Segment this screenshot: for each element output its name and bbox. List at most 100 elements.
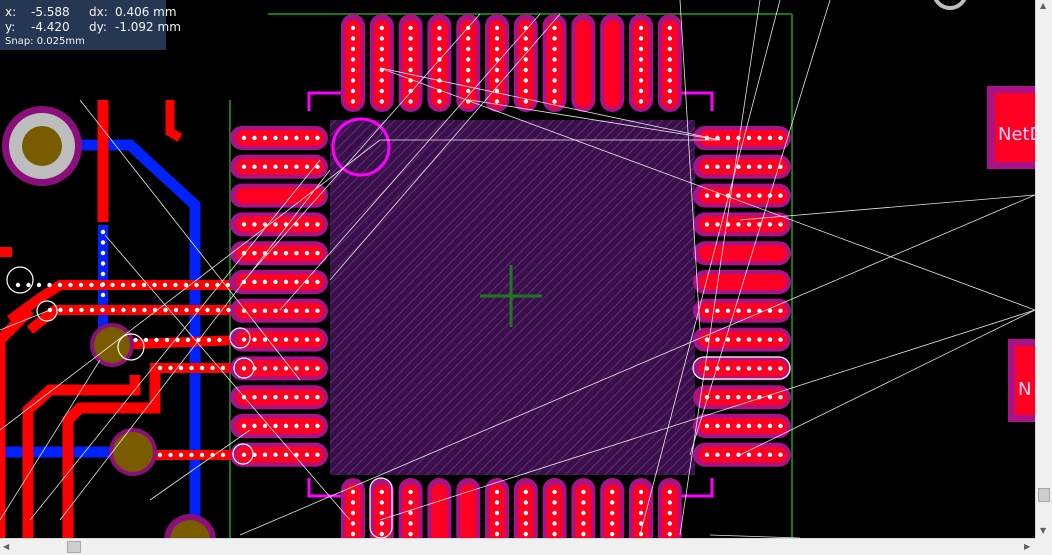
scroll-down-icon[interactable]: ▼	[1040, 526, 1047, 535]
pad-dot	[273, 222, 278, 227]
pad[interactable]	[236, 331, 324, 348]
scroll-right-icon[interactable]: ▶	[1024, 542, 1031, 551]
pad-dot	[217, 337, 222, 343]
pad[interactable]	[699, 130, 787, 146]
pad-dot	[757, 193, 762, 198]
pad-dot	[725, 164, 731, 169]
pad-dot	[494, 57, 500, 62]
pad-dot	[667, 88, 672, 94]
pad-dot	[778, 337, 783, 342]
pad[interactable]	[633, 20, 649, 108]
pad[interactable]	[699, 302, 787, 319]
pad-dot	[667, 489, 672, 495]
pad-dot	[262, 308, 268, 313]
pad[interactable]	[236, 245, 324, 262]
pad-dot	[552, 88, 557, 94]
pad[interactable]	[236, 187, 324, 204]
pad-dot	[379, 78, 384, 83]
pad[interactable]	[236, 274, 324, 290]
pad[interactable]	[699, 418, 787, 434]
pad-dot	[283, 337, 289, 342]
pad[interactable]	[402, 20, 419, 108]
component-label-n: N	[1018, 379, 1032, 400]
pad-dot	[704, 337, 710, 342]
pad[interactable]	[431, 484, 448, 538]
pad[interactable]	[236, 302, 324, 319]
pad[interactable]	[546, 20, 563, 108]
chip-center-crosshair	[480, 265, 542, 327]
pad-dot	[143, 337, 149, 343]
pad-dot	[252, 423, 257, 429]
pad-dot	[725, 308, 731, 313]
pad[interactable]	[345, 20, 361, 108]
pad-dot	[241, 366, 247, 371]
pad-dot	[189, 365, 194, 371]
pad-dot	[725, 452, 731, 457]
pad-dot	[294, 395, 299, 400]
pad-dot	[667, 510, 672, 516]
pad-dot	[273, 337, 278, 342]
pad-dot	[466, 36, 471, 41]
horizontal-scroll-thumb[interactable]	[67, 541, 81, 553]
pad-dot	[283, 308, 289, 313]
pcb-canvas[interactable]	[0, 0, 1035, 538]
pad-dot	[408, 521, 413, 526]
pad-dot	[715, 222, 720, 227]
chip-silkscreen	[307, 91, 714, 498]
pad[interactable]	[699, 158, 787, 175]
pad[interactable]	[236, 360, 324, 377]
scroll-left-icon[interactable]: ◀	[3, 542, 10, 551]
horizontal-scrollbar[interactable]: ◀ ▶	[0, 538, 1035, 555]
pads[interactable]	[230, 14, 791, 538]
vertical-scrollbar[interactable]: ▲ ▼	[1035, 0, 1052, 538]
pad[interactable]	[236, 418, 324, 434]
pad[interactable]	[236, 389, 324, 406]
pad-dot	[173, 282, 178, 288]
pad[interactable]	[236, 446, 324, 463]
pad[interactable]	[699, 360, 787, 377]
pad-dot	[715, 452, 720, 457]
pad-dot	[466, 78, 471, 83]
pad[interactable]	[373, 20, 390, 108]
pad[interactable]	[460, 484, 477, 538]
pad[interactable]	[699, 187, 787, 204]
pad-dot	[315, 164, 320, 169]
pad-dot	[58, 307, 63, 313]
pad[interactable]	[661, 20, 678, 108]
pad-dot	[494, 521, 500, 526]
pad[interactable]	[489, 20, 505, 108]
pad-dot	[15, 282, 21, 288]
pad-dot	[638, 67, 644, 73]
pad-dot	[273, 251, 278, 256]
pad[interactable]	[699, 216, 787, 233]
pad-dot	[142, 307, 147, 313]
pad-dot	[523, 510, 528, 516]
pad[interactable]	[699, 389, 787, 406]
pad[interactable]	[236, 158, 324, 175]
pad-dot	[667, 57, 672, 62]
scroll-up-icon[interactable]: ▲	[1040, 1, 1047, 10]
right-components[interactable]	[987, 86, 1035, 422]
pad-dot	[757, 164, 762, 169]
pad-dot	[746, 452, 752, 457]
pad[interactable]	[699, 331, 787, 348]
pad-dot	[725, 135, 731, 141]
pad-dot	[736, 135, 741, 141]
pad[interactable]	[236, 130, 324, 146]
pad-dot	[667, 78, 672, 83]
pad[interactable]	[699, 245, 787, 262]
vertical-scroll-thumb[interactable]	[1038, 488, 1050, 502]
pad-dot	[262, 135, 268, 141]
pad[interactable]	[575, 20, 592, 108]
pad-dot	[523, 36, 528, 41]
pad[interactable]	[699, 446, 787, 463]
pad[interactable]	[517, 20, 534, 108]
pad-dot	[350, 99, 356, 104]
pad[interactable]	[431, 20, 448, 108]
pad[interactable]	[604, 20, 621, 108]
pad-dot	[736, 164, 741, 169]
pad-dot	[241, 337, 247, 342]
pad-dot	[523, 78, 528, 83]
pad[interactable]	[236, 216, 324, 233]
